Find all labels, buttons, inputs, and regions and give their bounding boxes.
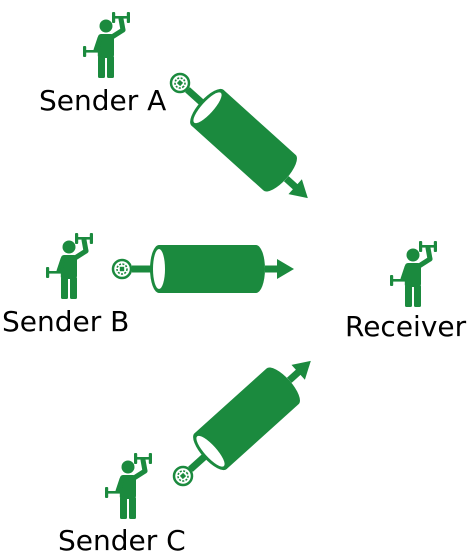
sender-c-person-icon <box>105 453 152 519</box>
sender-c-label: Sender C <box>58 524 186 557</box>
receiver-person-icon <box>390 241 437 307</box>
pipe-sender-b-to-receiver-icon <box>111 243 296 295</box>
sender-a-label: Sender A <box>39 84 167 117</box>
sender-a-person-icon <box>83 12 130 78</box>
sender-b-person-icon <box>46 233 93 299</box>
pipe-sender-a-to-receiver-icon <box>156 57 326 218</box>
receiver-label: Receiver <box>345 310 467 343</box>
sender-b-label: Sender B <box>2 305 130 338</box>
pipe-sender-c-to-receiver-icon <box>159 341 329 502</box>
